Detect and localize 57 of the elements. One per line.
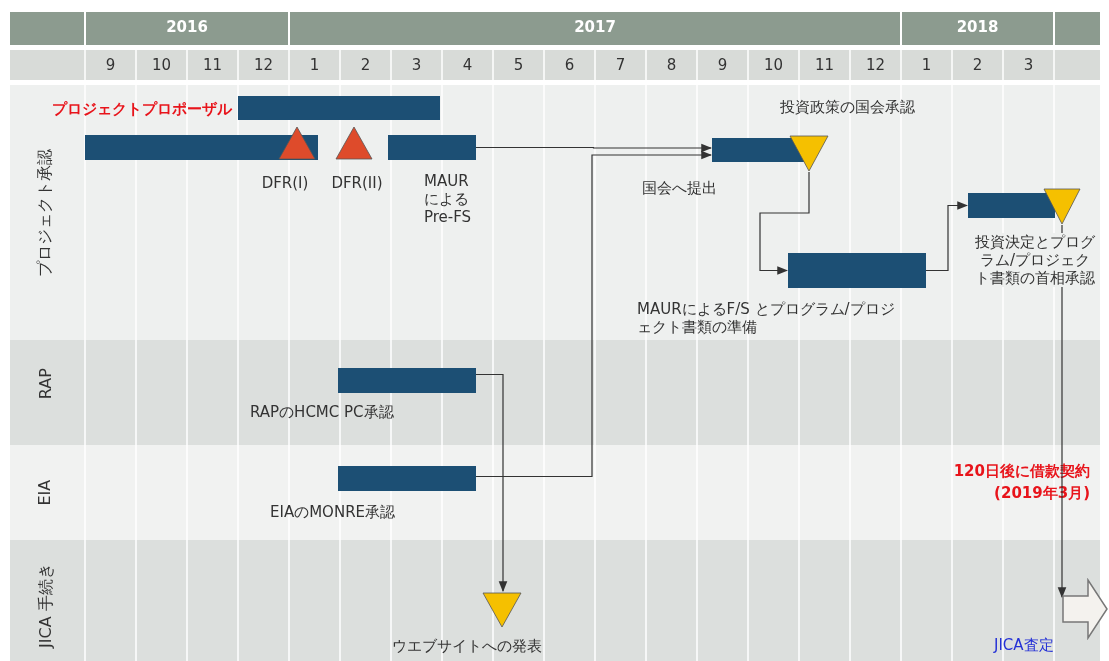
note-text: 120日後に借款契約 <box>952 462 1090 480</box>
year-label: 2018 <box>955 18 1000 36</box>
task-label: DFR(II) <box>330 174 384 192</box>
month-label: 5 <box>512 56 525 74</box>
connector-arrow <box>925 201 969 272</box>
milestone-triangle <box>789 135 829 172</box>
row-header: EIA <box>35 479 55 505</box>
month-label: 11 <box>201 56 224 74</box>
task-label: JICA査定 <box>994 636 1055 654</box>
month-label: 4 <box>461 56 474 74</box>
task-label: 国会へ提出 <box>642 179 718 197</box>
task-bar <box>968 193 1055 218</box>
task-bar <box>238 96 440 120</box>
task-bar <box>788 253 926 288</box>
row-header: プロジェクト承認 <box>35 148 55 277</box>
row-header: JICA 手続き <box>35 562 55 648</box>
block-arrow <box>1062 578 1108 640</box>
month-label: 9 <box>716 56 729 74</box>
task-label: 投資政策の国会承認 <box>780 98 916 116</box>
task-label: EIAのMONRE承認 <box>270 503 397 521</box>
task-label: プロジェクトプロポーザル <box>51 100 232 118</box>
milestone-triangle <box>278 126 316 160</box>
task-bar <box>388 135 476 160</box>
connector-arrow <box>475 143 713 153</box>
task-bar <box>338 466 476 491</box>
task-label: 投資決定とプログラム/プロジェクト書類の首相承認 <box>973 233 1097 287</box>
year-label: 2017 <box>573 18 617 36</box>
month-label: 2 <box>359 56 372 74</box>
month-label: 10 <box>762 56 785 74</box>
milestone-triangle <box>1043 188 1081 225</box>
month-label: 1 <box>308 56 321 74</box>
row-header: RAP <box>35 367 55 399</box>
month-label: 12 <box>864 56 887 74</box>
month-label: 10 <box>150 56 173 74</box>
task-label: ウエブサイトへの発表 <box>392 637 543 655</box>
milestone-triangle <box>335 126 373 160</box>
milestone-triangle <box>482 592 522 628</box>
month-label: 9 <box>104 56 117 74</box>
task-label: RAPのHCMC PC承認 <box>250 403 395 421</box>
connector-arrow <box>475 373 508 593</box>
year-label: 2016 <box>165 18 209 36</box>
month-label: 8 <box>665 56 678 74</box>
month-label: 1 <box>920 56 933 74</box>
month-label: 11 <box>813 56 836 74</box>
month-label: 2 <box>971 56 984 74</box>
month-label: 7 <box>614 56 627 74</box>
task-label: MAUR による Pre-FS <box>424 172 473 226</box>
task-label: DFR(I) <box>260 174 310 192</box>
month-label: 6 <box>563 56 576 74</box>
task-label: MAURによるF/S とプログラム/プロジェクト書類の準備 <box>637 300 896 336</box>
month-label: 12 <box>252 56 275 74</box>
connector-arrow <box>759 171 810 275</box>
month-label: 3 <box>1022 56 1035 74</box>
task-bar <box>338 368 476 393</box>
note-text: (2019年3月) <box>993 484 1090 502</box>
month-label: 3 <box>410 56 423 74</box>
connector-arrow <box>475 150 713 478</box>
